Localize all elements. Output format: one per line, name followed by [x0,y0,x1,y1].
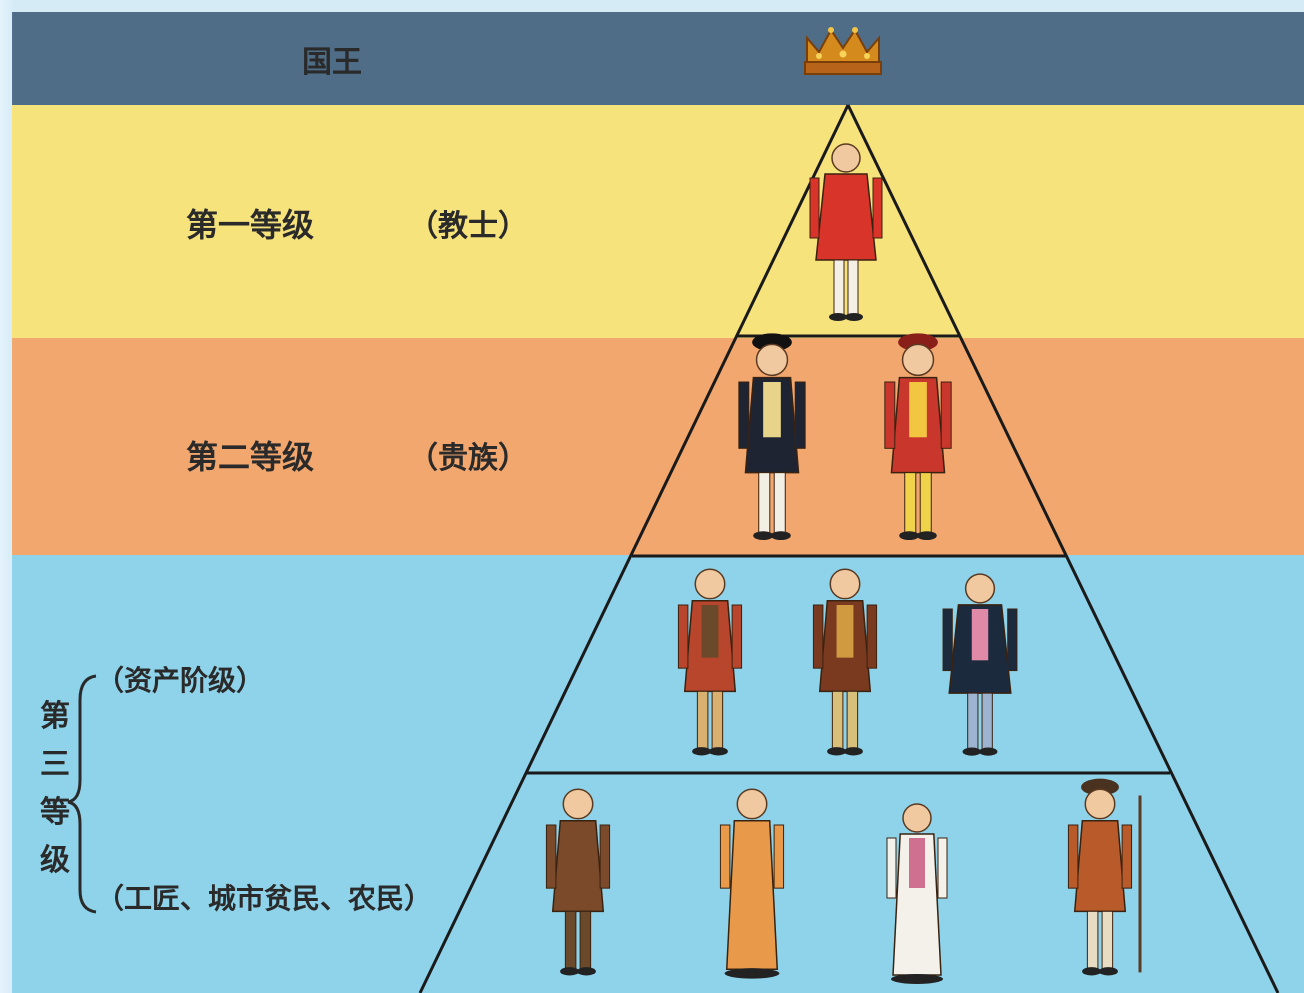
third-estate-char-4: 级 [40,843,70,878]
bourgeois-figure-3 [942,573,1018,756]
bourgeois-figure-2 [812,568,878,756]
first-estate-band [12,105,1304,338]
figures-layer [545,143,1142,984]
commoner-figure-1 [545,788,611,976]
bourgeoisie-label: （资产阶级） [96,664,264,697]
third-estate-char-1: 第 [40,699,70,734]
third-estate-char-2: 三 [40,747,70,782]
commoner-figure-3 [886,803,948,984]
commoners-label: （工匠、城市贫民、农民） [96,882,432,915]
third-estate-brace [67,674,97,914]
clergy-figure [809,143,883,321]
second-estate-band [12,338,1304,555]
second-estate-group: （贵族） [408,441,528,476]
pyramid-outline [418,104,1280,993]
crown-icon [804,27,882,75]
pyramid-left-edge [418,104,850,993]
second-estate-label: 第二等级 [186,438,314,476]
noble-figure-2 [884,333,952,541]
third-estate-char-3: 等 [40,795,70,830]
commoner-figure-4 [1067,778,1142,976]
king-label: 国王 [302,45,362,80]
left-edge-highlight [0,0,14,993]
noble-figure-1 [738,333,806,541]
first-estate-group: （教士） [408,209,528,244]
first-estate-label: 第一等级 [186,206,314,244]
king-band [12,12,1304,105]
bourgeois-figure-1 [677,568,743,756]
commoner-figure-2 [719,788,785,979]
pyramid-right-edge [846,104,1280,993]
